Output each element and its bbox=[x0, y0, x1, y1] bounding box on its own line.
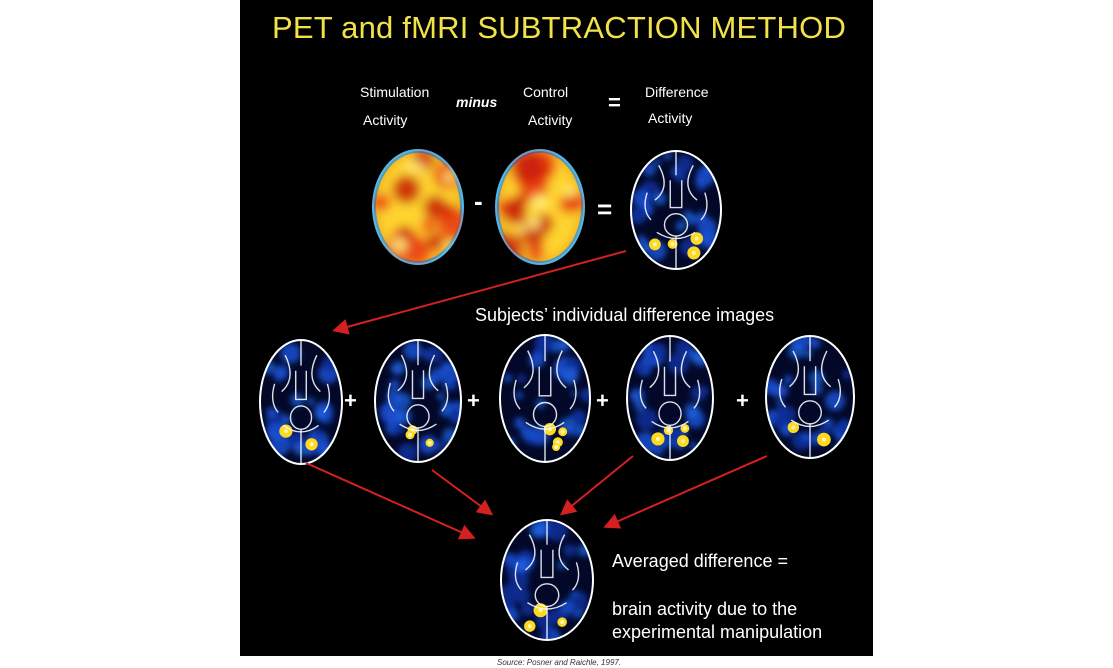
plus-sign-3: + bbox=[596, 388, 609, 413]
averaged-label-line3: experimental manipulation bbox=[612, 622, 823, 642]
averaged-label-line2: brain activity due to the bbox=[612, 599, 798, 619]
subject-difference-image-3 bbox=[499, 334, 591, 463]
figure-title: PET and fMRI SUBTRACTION METHOD bbox=[272, 10, 847, 45]
plus-sign-2: + bbox=[467, 388, 480, 413]
equals-sign-top: = bbox=[608, 90, 621, 115]
arrow-subject1-to-average bbox=[305, 462, 476, 540]
plus-sign-1: + bbox=[344, 388, 357, 413]
minus-sign: - bbox=[474, 186, 483, 216]
difference-label-line2: Activity bbox=[648, 110, 693, 126]
difference-label-line1: Difference bbox=[645, 84, 709, 100]
averaged-label-line1: Averaged difference = bbox=[612, 551, 788, 571]
subject-difference-image-2 bbox=[374, 339, 462, 463]
difference-image bbox=[630, 150, 722, 270]
subject-difference-image-4 bbox=[626, 335, 714, 461]
arrow-subject2-to-average bbox=[431, 469, 494, 516]
subject-difference-image-1 bbox=[259, 339, 343, 465]
minus-word: minus bbox=[456, 94, 498, 110]
stimulation-label-line1: Stimulation bbox=[360, 84, 430, 100]
stimulation-label-line2: Activity bbox=[363, 112, 408, 128]
equals-sign-images: = bbox=[597, 194, 613, 224]
source-credit: Source: Posner and Raichle, 1997. bbox=[497, 658, 622, 667]
plus-sign-4: + bbox=[736, 388, 749, 413]
pet-control-image bbox=[495, 149, 585, 265]
control-label-line1: Control bbox=[523, 84, 569, 100]
arrow-subject5-to-average bbox=[603, 455, 768, 529]
pet-stimulation-image bbox=[372, 149, 464, 265]
averaged-difference-image bbox=[500, 519, 594, 641]
subjects-label: Subjects’ individual difference images bbox=[475, 305, 775, 325]
control-label-line2: Activity bbox=[528, 112, 573, 128]
figure-panel: PET and fMRI SUBTRACTION METHOD Stimulat… bbox=[240, 0, 873, 656]
subject-difference-image-5 bbox=[765, 335, 855, 459]
